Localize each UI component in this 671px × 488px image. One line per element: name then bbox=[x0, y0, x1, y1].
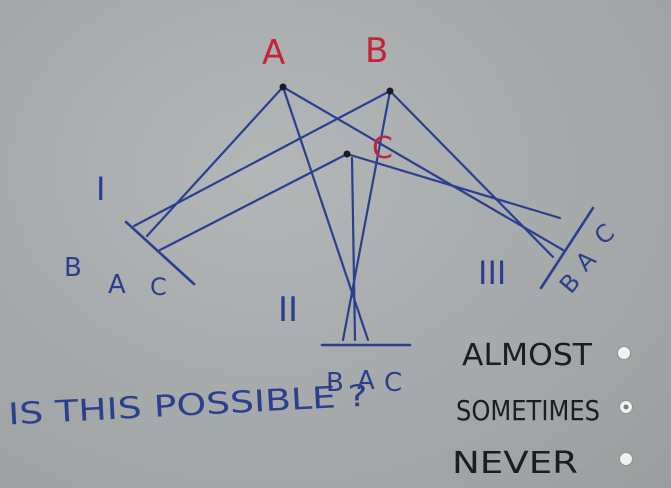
option-sometimes-radio-dot bbox=[623, 404, 629, 410]
view3-label-c: C bbox=[589, 218, 620, 250]
view2-numeral: II bbox=[278, 290, 298, 330]
screen-view1 bbox=[124, 220, 196, 286]
option-never-radio[interactable] bbox=[619, 452, 633, 466]
option-almost-radio[interactable] bbox=[617, 346, 631, 360]
screen-view3 bbox=[539, 206, 595, 290]
line-b-to-view2 bbox=[341, 89, 392, 342]
view1-label-b: B bbox=[64, 253, 82, 283]
view1-label-c: C bbox=[150, 273, 167, 301]
view2-label-c: C bbox=[384, 368, 402, 398]
line-a-to-view3 bbox=[281, 85, 565, 252]
view3-label-b: B bbox=[554, 268, 586, 299]
point-b-dot bbox=[386, 87, 394, 95]
view1-label-a: A bbox=[108, 270, 126, 300]
point-b-label: B bbox=[365, 31, 388, 71]
line-c-to-view1 bbox=[158, 152, 349, 252]
view3-numeral: III bbox=[478, 254, 506, 292]
view1-numeral: I bbox=[96, 170, 105, 208]
view2-label-a: A bbox=[357, 366, 375, 396]
option-almost-label: ALMOST bbox=[462, 338, 593, 373]
point-c-dot bbox=[343, 150, 351, 158]
point-a-dot bbox=[279, 83, 287, 91]
view3-label-a: A bbox=[570, 245, 602, 277]
option-never-label: NEVER bbox=[452, 446, 578, 481]
option-sometimes-label: SOMETIMES bbox=[456, 394, 600, 427]
view2-label-b: B bbox=[326, 368, 344, 398]
line-c-to-view3 bbox=[345, 152, 562, 220]
line-c-to-view2 bbox=[350, 156, 357, 342]
point-a-label: A bbox=[262, 33, 285, 73]
line-a-to-view1 bbox=[145, 85, 285, 238]
line-b-to-view3 bbox=[388, 89, 555, 259]
line-b-to-view1 bbox=[132, 89, 392, 228]
view-screens bbox=[124, 206, 595, 347]
projection-lines bbox=[132, 85, 565, 342]
point-c-label: C bbox=[372, 131, 393, 166]
question-text: IS THIS POSSIBLE ? bbox=[7, 379, 368, 433]
